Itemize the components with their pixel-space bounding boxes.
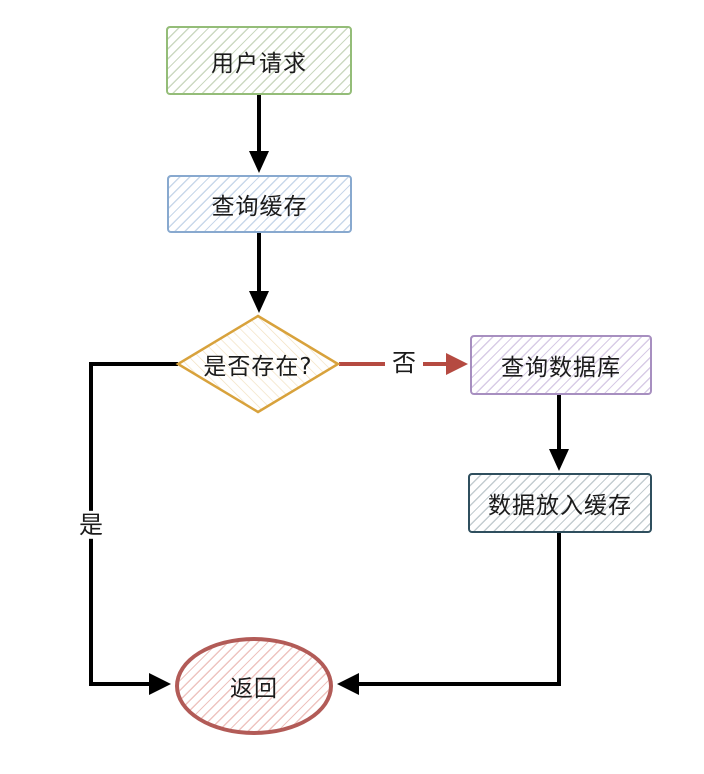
- arrowhead-down-data-into-cache: [549, 449, 569, 471]
- node-exists-decision: 是否存在?: [178, 316, 338, 412]
- node-query-database: 查询数据库: [470, 335, 652, 395]
- node-data-into-cache: 数据放入缓存: [468, 473, 652, 533]
- edge-label-no: 否: [385, 348, 423, 378]
- arrowhead-down-query-cache: [249, 151, 269, 173]
- node-query-cache: 查询缓存: [167, 175, 352, 233]
- node-query-database-label: 查询数据库: [501, 355, 621, 381]
- edge-data-into-cache-to-return: [356, 533, 561, 686]
- arrowhead-right-query-database: [446, 353, 468, 375]
- node-return: 返回: [175, 637, 333, 735]
- node-exists-decision-label: 是否存在?: [203, 354, 313, 380]
- node-query-cache-label: 查询缓存: [211, 194, 308, 220]
- arrowhead-left-return: [337, 673, 359, 695]
- arrowhead-down-exists-decision: [249, 291, 269, 313]
- edge-label-yes: 是: [72, 510, 110, 540]
- node-user-request-label: 用户请求: [211, 50, 307, 77]
- node-exists-decision-shape: [175, 314, 341, 414]
- node-data-into-cache-label: 数据放入缓存: [488, 493, 632, 519]
- node-user-request: 用户请求: [166, 26, 352, 95]
- arrowhead-right-return: [149, 673, 171, 695]
- node-return-label: 返回: [230, 676, 278, 702]
